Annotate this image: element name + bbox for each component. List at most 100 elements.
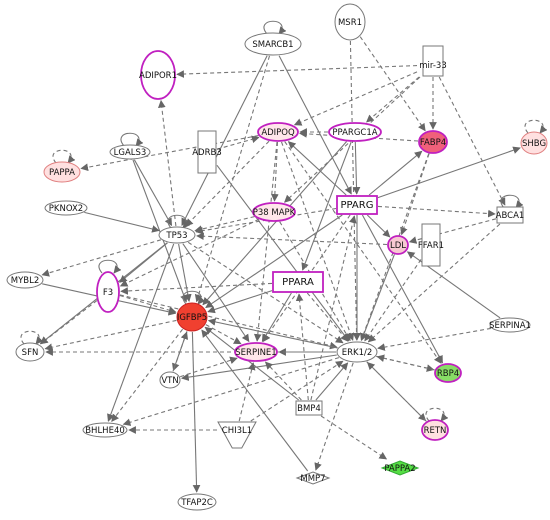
node-shape-ppara	[272, 271, 324, 293]
edge-tp53-to-serpine1	[182, 243, 250, 343]
node-shape-adipoq	[257, 122, 299, 142]
node-shape-mmp7	[295, 471, 331, 485]
edge-pparg-to-serpine1	[262, 214, 351, 343]
node-f3[interactable]: F3	[96, 271, 120, 313]
node-shbg[interactable]: SHBG	[520, 131, 548, 155]
edge-bmp4-to-pparg	[310, 215, 357, 401]
edge-pparg-to-rbp4	[361, 214, 443, 364]
node-shape-pparg	[336, 195, 378, 215]
edge-chi3l1-to-serpine1	[238, 362, 256, 422]
node-shape-shbg	[520, 131, 548, 155]
node-igfbp5[interactable]: IGFBP5	[176, 302, 208, 332]
edge-adrb3-to-adipoq	[216, 135, 260, 150]
edge-mir-33-to-adipoq	[293, 71, 418, 126]
edge-adipoq-to-rbp4	[284, 141, 442, 364]
node-p38-mapk[interactable]: P38 MAPK	[252, 202, 296, 222]
node-shape-vtn	[159, 371, 181, 389]
edge-adipoq-to-p38-mapk	[271, 141, 279, 202]
edge-tp53-to-mybl2	[41, 239, 162, 277]
edge-mir-33-to-abca1	[438, 76, 506, 206]
node-shape-ppargc1a	[328, 122, 382, 142]
node-pknox2[interactable]: PKNOX2	[44, 200, 88, 216]
node-rbp4[interactable]: RBP4	[434, 363, 462, 383]
edge-smarcb1-to-igfbp5	[194, 55, 271, 303]
edge-f3-to-sfn	[40, 300, 98, 345]
edge-f3-to-erk1-2	[119, 294, 338, 350]
edge-ldl-to-tp53	[196, 232, 388, 246]
node-chi3l1[interactable]: CHI3L1	[217, 421, 257, 449]
node-mir-33[interactable]: mir-33	[419, 45, 447, 77]
node-label-sfn: SFN	[22, 348, 39, 358]
node-label-serpine1: SERPINE1	[235, 348, 276, 358]
edge-ldl-to-erk1-2	[360, 254, 395, 342]
node-msr1[interactable]: MSR1	[334, 3, 366, 41]
node-shape-sfn	[15, 342, 45, 362]
edge-serpina1-to-erk1-2	[377, 327, 491, 351]
node-label-pappa: PAPPA	[49, 168, 75, 178]
edge-p38-mapk-to-f3	[119, 218, 260, 287]
node-bhlhe40[interactable]: BHLHE40	[82, 422, 128, 438]
node-sfn[interactable]: SFN	[15, 342, 45, 362]
node-shape-pappa	[43, 161, 81, 183]
node-ppargc1a[interactable]: PPARGC1A	[328, 122, 382, 142]
edge-erk1-2-to-igfbp5	[207, 318, 338, 349]
node-erk1-2[interactable]: ERK1/2	[336, 341, 378, 363]
node-ldl[interactable]: LDL	[387, 235, 409, 255]
self-loop-lgals3	[120, 132, 144, 147]
node-mmp7[interactable]: MMP7	[295, 471, 331, 485]
node-tfap2c[interactable]: TFAP2C	[177, 493, 217, 511]
node-ffar1[interactable]: FFAR1	[418, 223, 444, 267]
edge-pparg-to-adipoq	[287, 141, 347, 196]
node-adipor1[interactable]: ADIPOR1	[139, 50, 177, 100]
node-adipoq[interactable]: ADIPOQ	[257, 122, 299, 142]
edge-igfbp5-to-sfn	[44, 319, 177, 352]
edge-chi3l1-to-erk1-2	[250, 360, 344, 422]
node-bmp4[interactable]: BMP4	[295, 400, 323, 416]
edge-mmp7-to-igfbp5	[201, 329, 309, 472]
node-fabp4[interactable]: FABP4	[418, 130, 448, 154]
node-vtn[interactable]: VTN	[159, 371, 181, 389]
node-label-p38-mapk: P38 MAPK	[253, 208, 296, 218]
node-shape-abca1	[496, 206, 524, 224]
node-shape-bhlhe40	[82, 422, 128, 438]
node-shape-p38-mapk	[252, 202, 296, 222]
node-ppara[interactable]: PPARA	[272, 271, 324, 293]
node-pparg[interactable]: PPARG	[336, 195, 378, 215]
node-tp53[interactable]: TP53	[158, 226, 196, 244]
node-shape-bmp4	[295, 400, 323, 416]
edge-smarcb1-to-pparg	[278, 55, 352, 195]
node-shape-mybl2	[6, 271, 44, 289]
node-shape-igfbp5	[176, 302, 208, 332]
node-smarcb1[interactable]: SMARCB1	[244, 32, 302, 56]
edge-vtn-to-igfbp5	[172, 331, 189, 372]
edge-bmp4-to-erk1-2	[315, 362, 349, 401]
node-label-shbg: SHBG	[522, 139, 546, 149]
node-label-adipor1: ADIPOR1	[139, 71, 177, 81]
edge-ppara-to-f3	[120, 282, 273, 295]
node-pappa2[interactable]: PAPPA2	[380, 460, 420, 476]
self-loop-abca1	[500, 194, 524, 209]
edge-p38-mapk-to-tp53	[194, 216, 255, 233]
node-adrb3[interactable]: ADRB3	[192, 130, 222, 174]
node-abca1[interactable]: ABCA1	[496, 206, 525, 224]
node-label-fabp4: FABP4	[420, 138, 446, 148]
edge-adrb3-to-erk1-2	[216, 164, 350, 342]
node-retn[interactable]: RETN	[421, 419, 449, 441]
node-mybl2[interactable]: MYBL2	[6, 271, 44, 289]
node-label-smarcb1: SMARCB1	[252, 40, 293, 50]
edge-tp53-to-adipor1	[157, 99, 177, 227]
edge-ppargc1a-to-ppara	[301, 141, 352, 271]
node-lgals3[interactable]: LGALS3	[109, 144, 151, 160]
self-loop-tp53	[167, 214, 191, 229]
edge-tp53-to-igfbp5	[178, 243, 192, 302]
node-serpina1[interactable]: SERPINA1	[489, 317, 531, 333]
node-label-erk1-2: ERK1/2	[342, 348, 373, 358]
node-pappa[interactable]: PAPPA	[43, 161, 81, 183]
node-serpine1[interactable]: SERPINE1	[234, 342, 278, 362]
edge-tp53-to-f3	[119, 242, 168, 283]
edge-layer	[20, 20, 548, 493]
edge-ppargc1a-to-pparg	[352, 141, 361, 195]
node-shape-serpine1	[234, 342, 278, 362]
